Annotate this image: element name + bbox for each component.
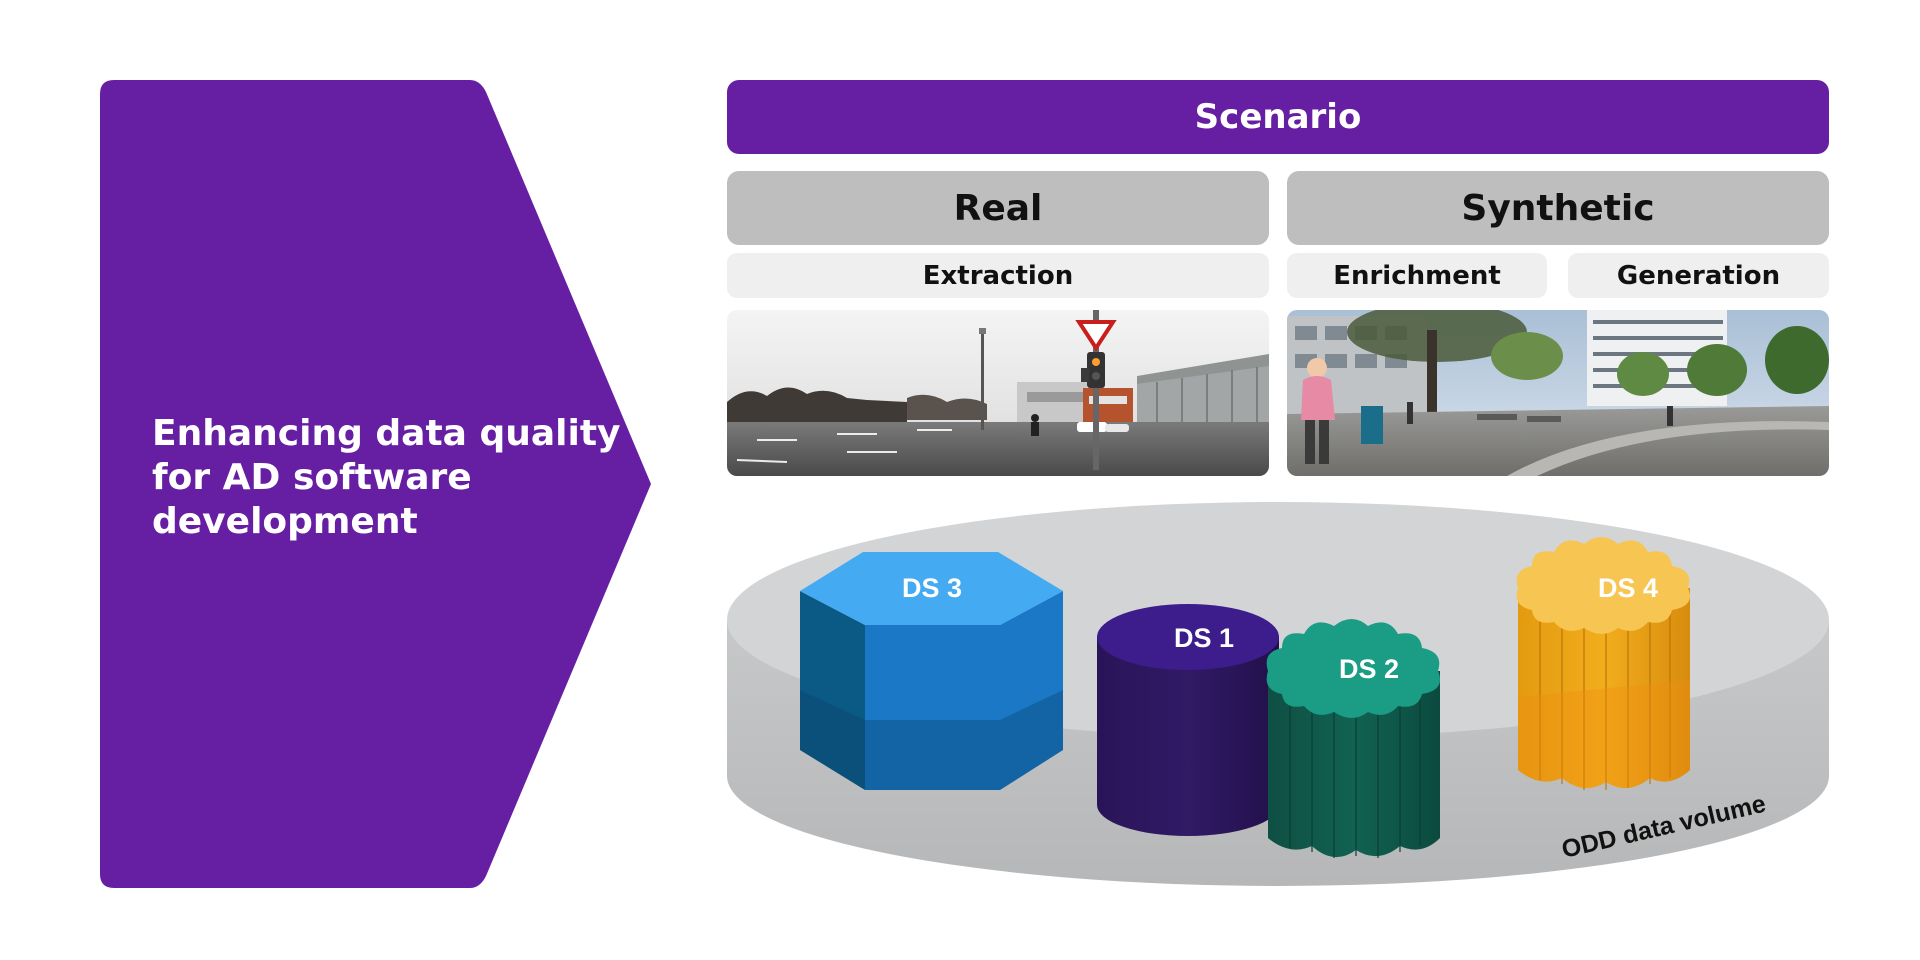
ds2-label: DS 2 [1339, 654, 1399, 684]
ds2-flower-prism [1266, 619, 1440, 858]
extraction-label: Extraction [727, 253, 1269, 298]
ds1-cylinder [1097, 604, 1279, 836]
ds3-label: DS 3 [902, 573, 962, 603]
headline-text: Enhancing data quality for AD software d… [152, 413, 621, 542]
synthetic-street-image [1287, 310, 1829, 476]
real-bar: Real [727, 171, 1269, 245]
generation-label: Generation [1568, 253, 1829, 298]
ds3-hexagon-prism [800, 552, 1063, 790]
synthetic-bar: Synthetic [1287, 171, 1829, 245]
ds4-flower-prism [1516, 537, 1690, 790]
ds1-label: DS 1 [1174, 623, 1234, 653]
enrichment-label: Enrichment [1287, 253, 1547, 298]
real-street-image [727, 310, 1269, 476]
scenario-bar: Scenario [727, 80, 1829, 154]
ds4-label: DS 4 [1598, 573, 1658, 603]
